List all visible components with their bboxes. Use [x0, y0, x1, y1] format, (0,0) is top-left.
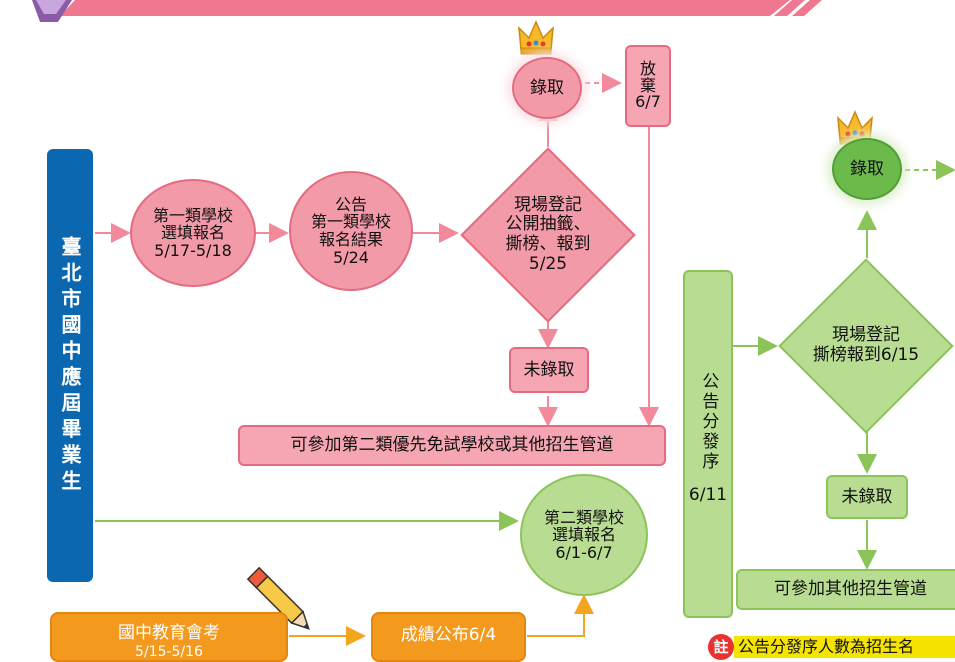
first-round-register-node: 現場登記 公開抽籤、 撕榜、報到 5/25: [460, 147, 636, 323]
second-round-register-node: 現場登記 撕榜報到6/15: [778, 258, 954, 434]
exam-title: 國中教育會考: [118, 623, 220, 643]
exam-box: 國中教育會考 5/15-5/16: [50, 612, 288, 662]
score-release-box: 成績公布6/4: [371, 612, 526, 662]
note-badge: 註: [708, 634, 734, 660]
distribution-label: 公告分發序: [698, 372, 719, 472]
first-round-result-box: 可參加第二類優先免試學校或其他招生管道: [238, 425, 666, 466]
crown-icon: [518, 20, 554, 55]
header-banner: [60, 0, 822, 16]
first-round-admitted-node: 錄取: [512, 57, 582, 119]
exam-connectors: [289, 594, 594, 646]
first-round-apply-node: 第一類學校 選填報名 5/17-5/18: [130, 179, 256, 287]
graduates-bar: 臺北市國中應屆畢業生: [47, 149, 93, 582]
first-round-give-up-node: 放 棄 6/7: [625, 45, 671, 127]
distribution-bar: 公告分發序 6/11: [683, 270, 733, 618]
second-round-connectors: [95, 160, 955, 570]
second-round-register-label: 現場登記 撕榜報到6/15: [812, 325, 920, 365]
exam-date: 5/15-5/16: [135, 643, 203, 660]
first-round-connectors: [95, 73, 659, 427]
distribution-date: 6/11: [688, 485, 728, 505]
banner-book-icon: [32, 0, 72, 22]
second-round-admitted-node: 錄取: [832, 138, 902, 200]
first-round-register-label: 現場登記 公開抽籤、 撕榜、報到 5/25: [505, 194, 591, 274]
second-round-apply-node: 第二類學校 選填報名 6/1-6/7: [520, 474, 648, 596]
note-text: 公告分發序人數為招生名: [734, 636, 955, 658]
pencil-icon: [246, 566, 310, 630]
second-round-not-admitted-node: 未錄取: [826, 475, 908, 519]
first-round-announce-node: 公告 第一類學校 報名結果 5/24: [289, 171, 413, 291]
first-round-not-admitted-node: 未錄取: [509, 347, 589, 393]
second-round-result-box: 可參加其他招生管道: [736, 569, 955, 610]
